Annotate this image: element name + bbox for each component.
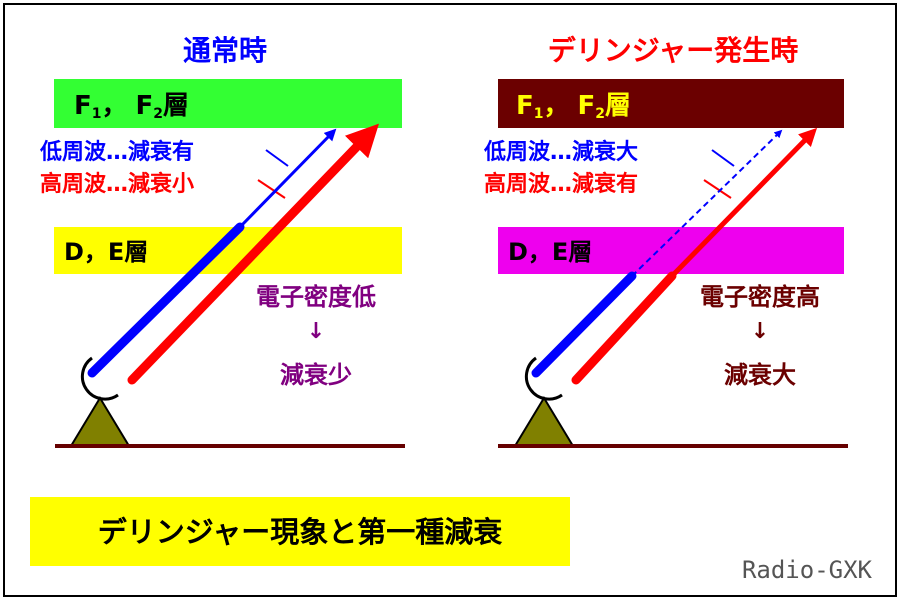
right-high-ray-thick: [571, 271, 677, 385]
right-low-pointer: [711, 149, 735, 167]
right-panel: デリンジャー発生時 F1，F2層 D，E層 低周波…減衰大 高周波…減衰有 電子…: [483, 34, 848, 448]
right-f-layer: [498, 79, 844, 128]
left-low-freq-label: 低周波…減衰有: [39, 139, 194, 165]
left-low-ray-thick: [87, 222, 245, 378]
right-f-layer-label: F1，F2層: [516, 91, 631, 122]
left-density-label: 電子密度低: [256, 283, 376, 311]
left-antenna-dish: [80, 356, 119, 401]
right-high-freq-label: 高周波…減衰有: [484, 171, 638, 197]
left-f-layer-label: F1，F2層: [74, 91, 189, 122]
left-high-pointer: [257, 179, 286, 199]
right-down-arrow: ↓: [751, 319, 769, 344]
left-result-label: 減衰少: [280, 361, 352, 389]
left-f-layer: [54, 79, 402, 128]
left-down-arrow: ↓: [307, 319, 325, 344]
right-density-label: 電子密度高: [700, 283, 820, 311]
right-title: デリンジャー発生時: [548, 34, 799, 67]
right-result-label: 減衰大: [724, 361, 796, 389]
right-high-pointer: [703, 179, 732, 199]
left-low-ray: [238, 128, 337, 229]
left-panel: 通常時 F1，F2層 D，E層 低周波…減衰有 高周波…減衰小 電子密度低 ↓ …: [39, 34, 405, 448]
left-high-freq-label: 高周波…減衰小: [40, 171, 194, 197]
left-de-layer-label: D，E層: [64, 238, 148, 266]
right-antenna-dish: [524, 356, 563, 401]
left-title: 通常時: [183, 34, 267, 67]
caption-text: デリンジャー現象と第一種減衰: [98, 515, 504, 549]
credit-text: Radio-GXK: [742, 556, 873, 584]
right-de-layer-label: D，E層: [508, 238, 592, 266]
left-high-ray: [127, 123, 379, 385]
caption-banner: [30, 497, 570, 566]
left-low-pointer: [265, 149, 289, 167]
right-low-ray-dashed: [631, 129, 783, 277]
right-de-layer: [498, 227, 844, 274]
right-high-ray: [670, 127, 818, 278]
right-low-freq-label: 低周波…減衰大: [483, 139, 638, 165]
right-low-ray-thick: [531, 271, 637, 378]
